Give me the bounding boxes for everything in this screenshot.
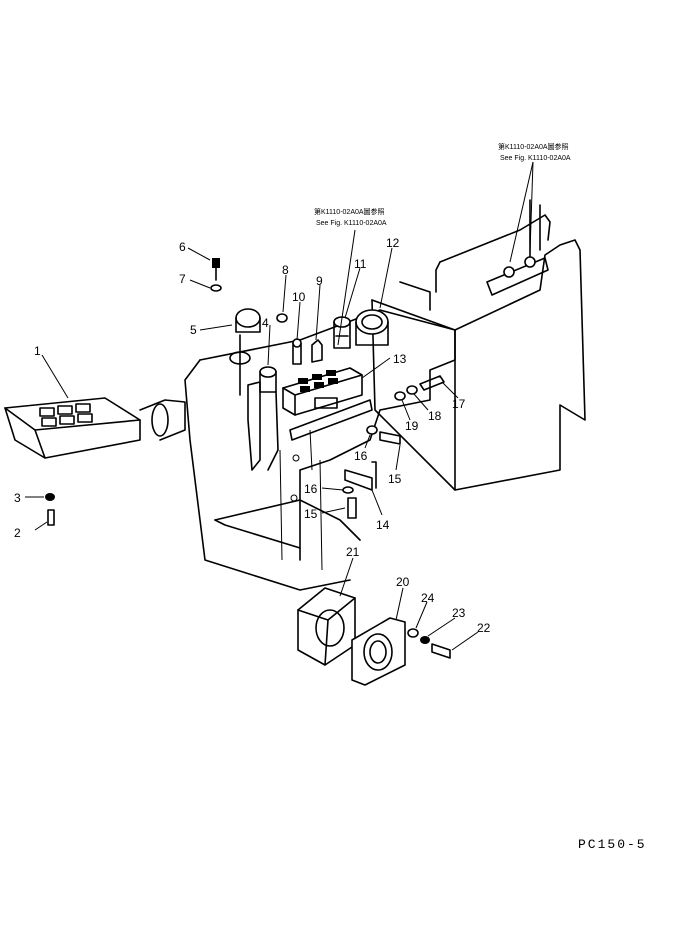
bolt-15-lower: [347, 497, 357, 519]
washer-19: [394, 391, 406, 401]
callout-1: 1: [34, 344, 41, 358]
callout-10: 10: [292, 290, 306, 304]
washer-16-lower: [342, 486, 354, 494]
switch-9: [311, 339, 323, 363]
callout-20: 20: [396, 575, 410, 589]
reference-top-right-line1: 第K1110-02A0A圖参照: [498, 142, 569, 151]
callout-15-lower: 15: [304, 507, 318, 521]
control-knob: [247, 366, 279, 471]
screw-2: [47, 509, 55, 526]
adapter-21: [297, 587, 356, 666]
callout-2: 2: [14, 526, 21, 540]
gauge: [355, 309, 389, 346]
switch-10: [292, 338, 302, 365]
model-code: PC150-5: [578, 837, 647, 852]
monitor-panel: [4, 397, 186, 459]
callout-13: 13: [393, 352, 407, 366]
leader-lines: [25, 161, 534, 651]
callout-11: 11: [354, 257, 367, 271]
callout-5: 5: [190, 323, 197, 337]
plate-20: [351, 617, 406, 686]
bracket-14: [344, 461, 377, 491]
callout-22: 22: [477, 621, 491, 635]
callout-3: 3: [14, 491, 21, 505]
washer-7: [210, 284, 222, 292]
bolt-22: [431, 643, 451, 659]
callout-21: 21: [346, 545, 360, 559]
callout-15-upper: 15: [388, 472, 402, 486]
callout-4: 4: [262, 316, 269, 330]
reference-center-line2: See Fig. K1110-02A0A: [316, 220, 387, 227]
callout-8: 8: [282, 263, 289, 277]
callout-24: 24: [421, 591, 435, 605]
callout-16-upper: 16: [354, 449, 368, 463]
callout-9: 9: [316, 274, 323, 288]
callout-6: 6: [179, 240, 186, 254]
reference-center-line1: 第K1110-02A0A圖参照: [314, 207, 385, 216]
callout-19: 19: [405, 419, 419, 433]
callout-7: 7: [179, 272, 186, 286]
callout-12: 12: [386, 236, 400, 250]
socket-5: [229, 308, 261, 396]
bolt-17: [419, 375, 445, 391]
reference-top-right-line2: See Fig. K1110-02A0A: [500, 155, 571, 162]
callout-17: 17: [452, 397, 466, 411]
washer-16-upper: [366, 425, 378, 435]
callout-23: 23: [452, 606, 466, 620]
switch-11: [333, 316, 351, 349]
washer-24: [407, 628, 419, 638]
washer-23: [420, 636, 430, 644]
washer-18: [406, 385, 418, 395]
bolt-6: [212, 258, 220, 281]
side-housing: [371, 199, 586, 491]
callout-18: 18: [428, 409, 442, 423]
washer-3: [45, 493, 55, 501]
callout-14: 14: [376, 518, 390, 532]
callout-16-lower: 16: [304, 482, 318, 496]
bolt-15-upper: [379, 431, 401, 445]
instrument-cluster: [282, 367, 363, 416]
cap-8: [276, 313, 288, 323]
